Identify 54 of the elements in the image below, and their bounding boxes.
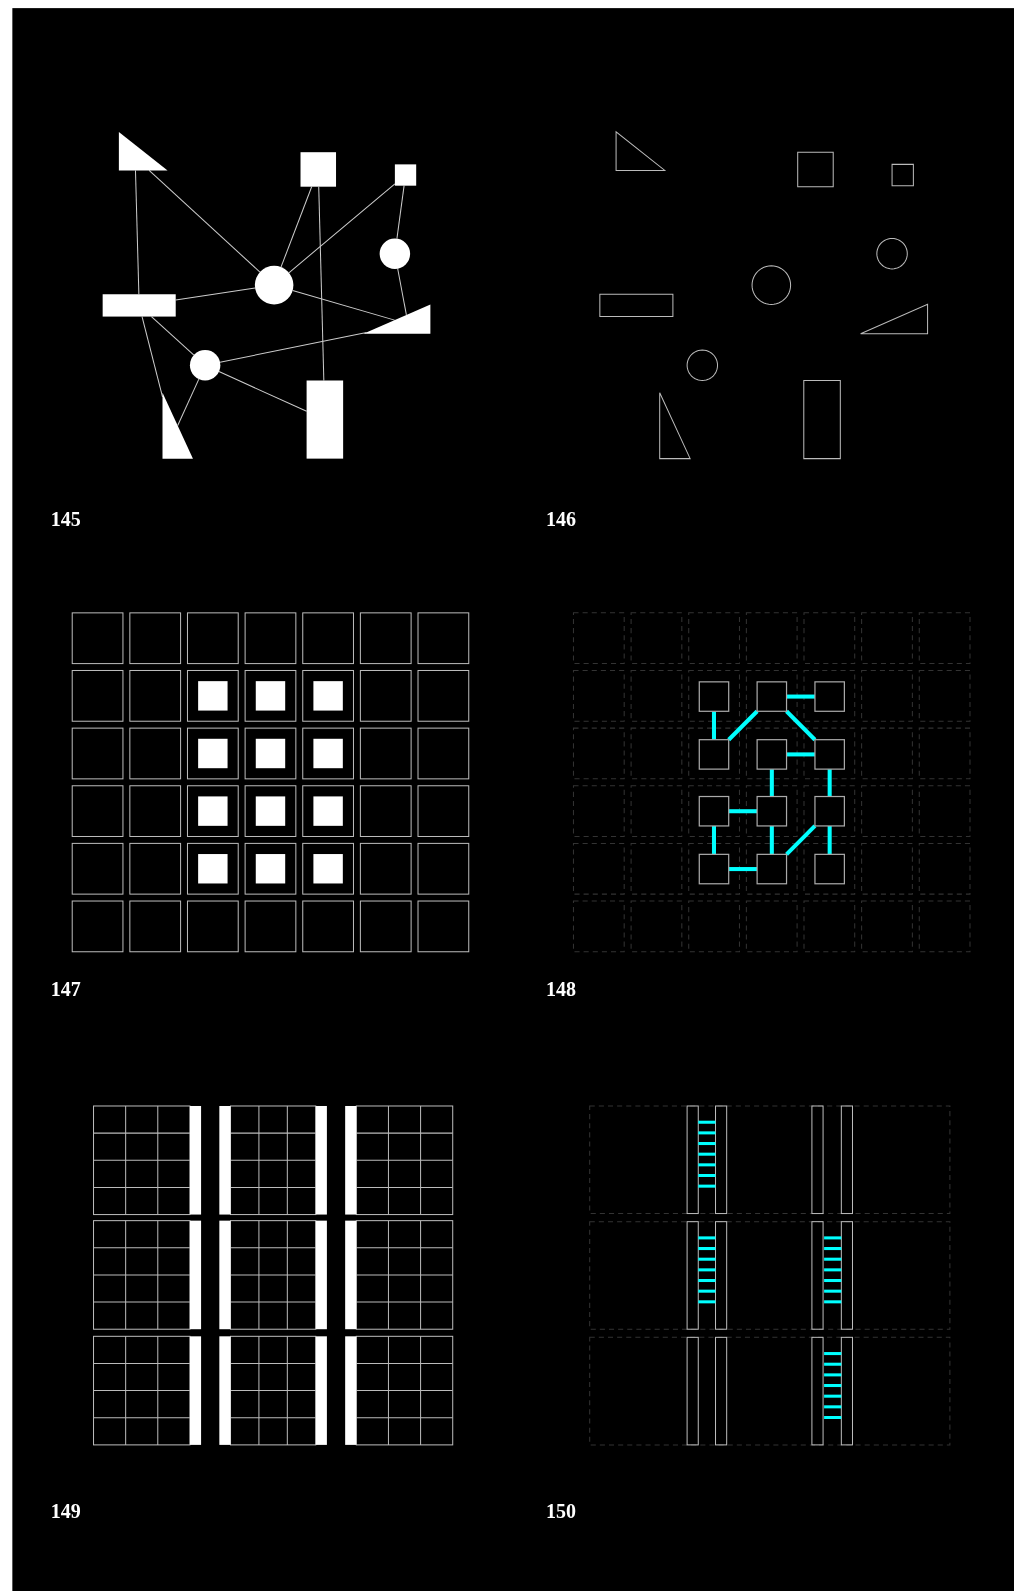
square-box [698,795,730,827]
panel-number: 146 [546,507,577,530]
circle-shape [189,350,221,381]
triangle-shape [363,304,431,334]
connector [711,825,716,855]
connector-line [280,186,313,268]
connector [827,769,832,797]
connector [727,709,759,742]
rectangle-shape [300,152,337,187]
connector [785,824,817,856]
square-box [756,681,788,712]
connector [769,825,774,855]
square-box [698,681,730,712]
square-box [698,853,730,885]
rectangle-shape [306,380,344,459]
panel-number: 147 [50,978,81,1001]
connector-line [397,268,407,316]
rectangle-shape [102,294,176,317]
panel-number: 149 [50,1500,81,1523]
panel-number: 150 [546,1500,577,1523]
square-box [756,795,788,827]
connector-line [134,169,140,295]
circle-shape [379,238,411,269]
square-box [756,739,788,770]
connector-line [318,186,325,381]
circle-shape [254,265,294,305]
square-box [698,739,730,770]
connector [728,867,758,872]
square-box [814,739,845,770]
square-box [814,853,845,885]
panel-number: 145 [50,507,81,530]
connector-line [175,287,256,301]
connector [785,709,817,742]
square-box [814,795,845,827]
square-box [756,853,788,885]
connector-line [148,169,261,273]
connector-line [177,378,200,427]
triangle-shape [118,131,168,171]
rectangle-shape [394,164,417,186]
connector [827,825,832,855]
connector [786,694,815,699]
triangle-shape [162,392,193,459]
connector-line [292,290,396,321]
connector-line [150,316,195,356]
connector [786,752,815,757]
connector [711,711,716,740]
square-box [814,681,845,712]
connector [769,769,774,797]
connector-line [218,371,308,412]
connector-line [396,185,405,240]
connector-line [141,316,164,398]
connector [728,809,758,814]
connector-line [288,183,396,274]
panel-number: 148 [546,978,577,1001]
